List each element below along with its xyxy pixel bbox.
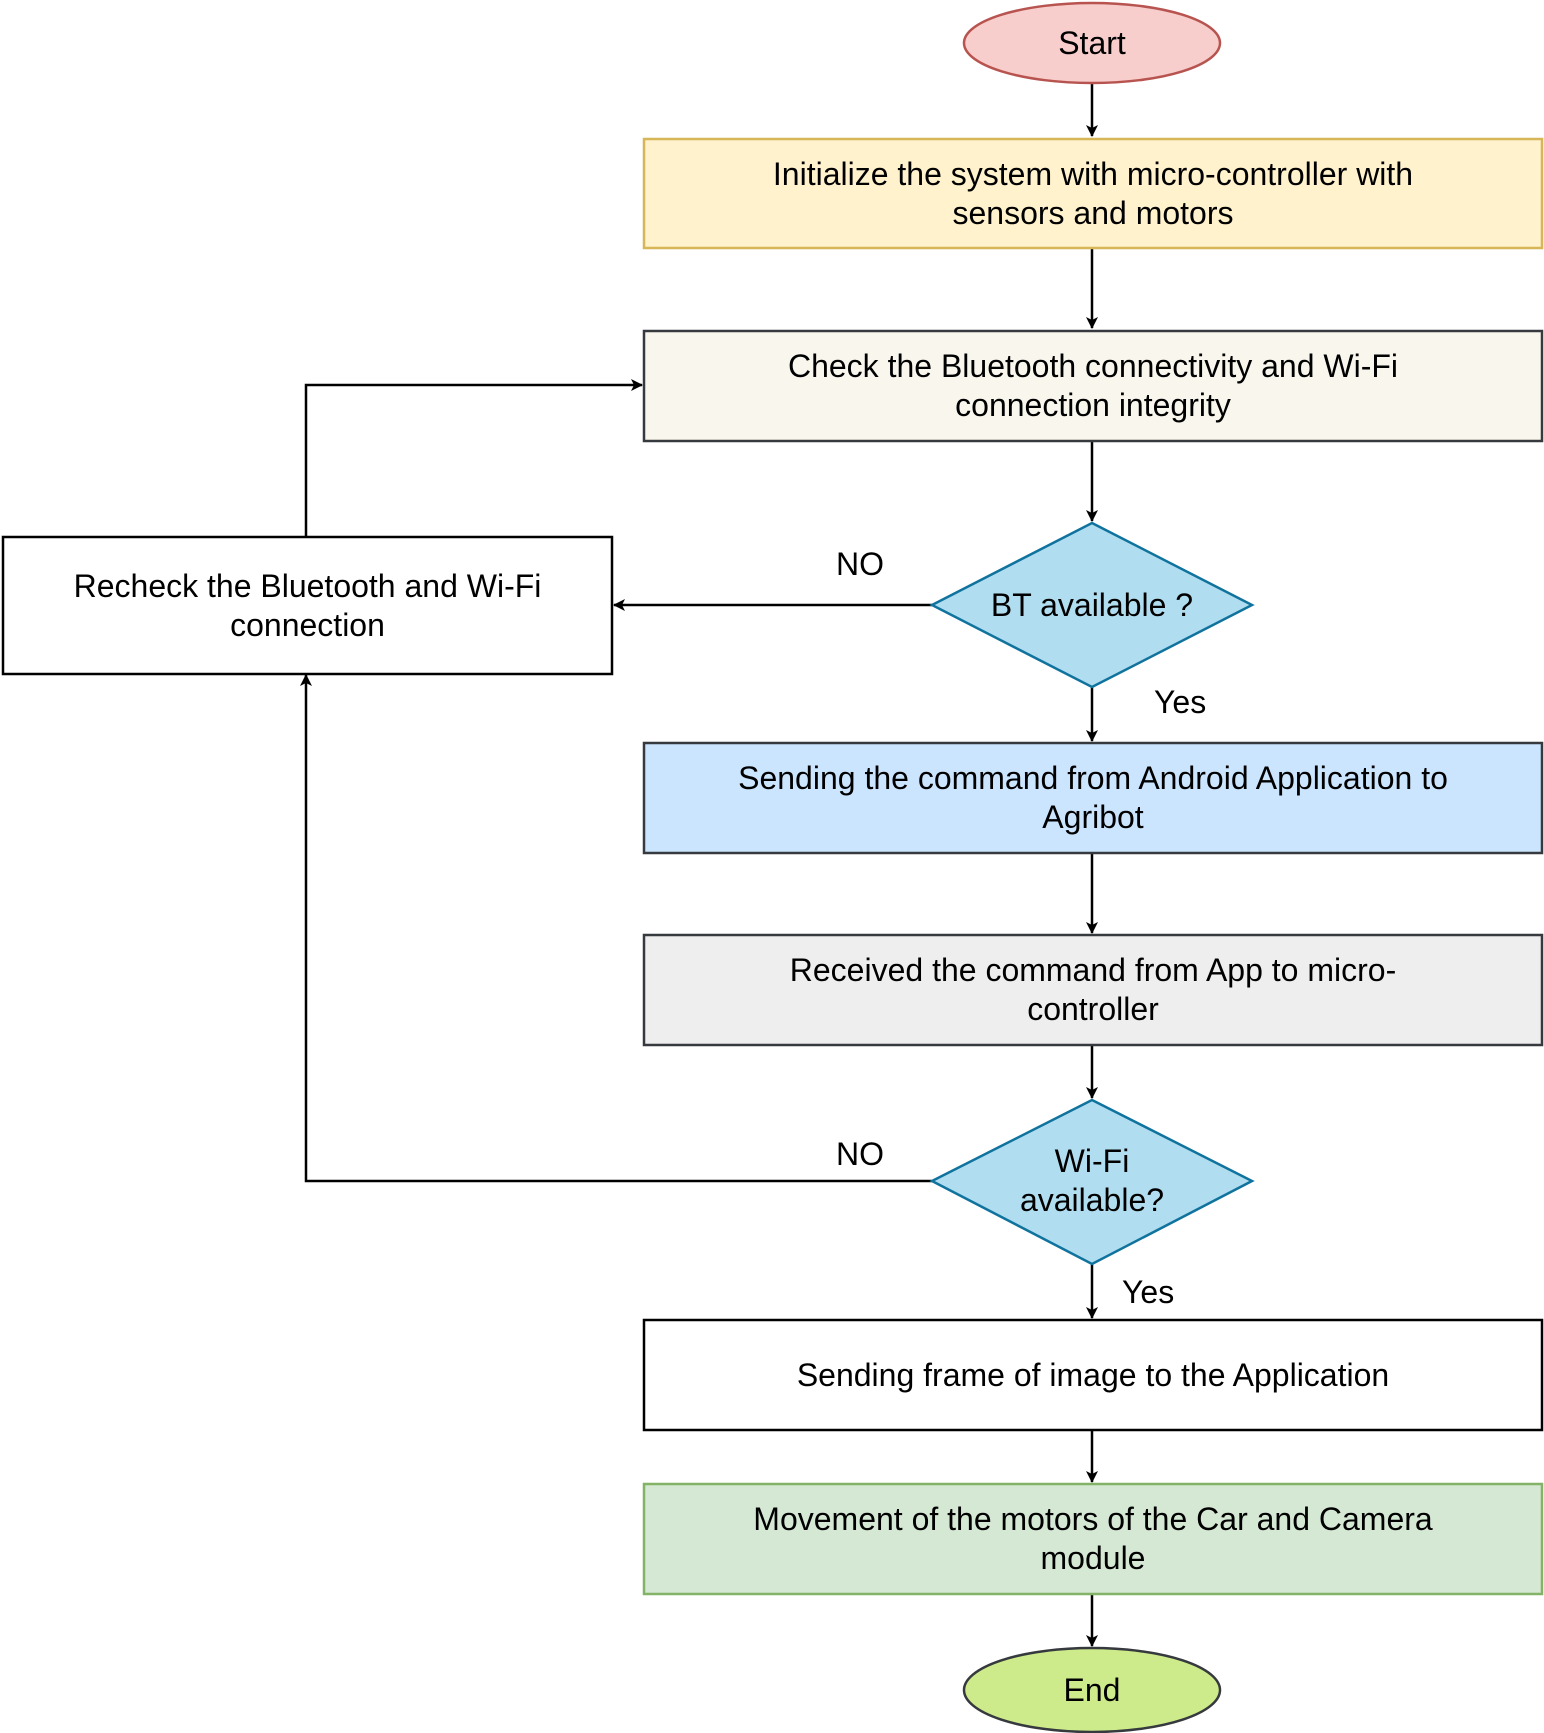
start-label: Start <box>1058 24 1126 61</box>
receive-command-step <box>642 933 1544 1047</box>
send-command-label: Sending the command from Android Applica… <box>738 760 1448 835</box>
end-terminal <box>962 1646 1222 1733</box>
edge-wifi-recheck <box>300 674 932 1183</box>
recheck-connection-label: Recheck the Bluetooth and Wi-Fi connecti… <box>73 567 542 643</box>
send-frame-label: Sending frame of image to the Applicatio… <box>796 1356 1390 1393</box>
send-frame-step <box>642 1318 1544 1432</box>
receive-command-label: Received the command from App to micro- … <box>789 952 1397 1027</box>
check-connectivity-step <box>642 329 1544 443</box>
wifi-yes-label: Yes <box>1122 1274 1175 1310</box>
end-label: End <box>1063 1671 1121 1708</box>
motor-movement-step <box>642 1482 1544 1596</box>
initialize-label: Initialize the system with micro-control… <box>772 155 1414 231</box>
bt-available-decision <box>929 521 1255 689</box>
bt-available-label: BT available ? <box>990 586 1194 623</box>
start-terminal <box>962 1 1222 85</box>
bt-yes-label: Yes <box>1154 684 1207 720</box>
bt-no-label: NO <box>836 546 884 582</box>
initialize-step <box>642 137 1544 250</box>
wifi-no-label: NO <box>836 1136 884 1172</box>
edge-recheck-check <box>304 379 643 537</box>
wifi-available-decision <box>929 1098 1255 1266</box>
check-connectivity-label: Check the Bluetooth connectivity and Wi-… <box>787 348 1399 423</box>
recheck-connection-step <box>1 535 614 676</box>
send-command-step <box>642 741 1544 855</box>
motor-movement-label: Movement of the motors of the Car and Ca… <box>753 1501 1433 1576</box>
wifi-available-label: Wi-Fi available? <box>1019 1143 1165 1218</box>
